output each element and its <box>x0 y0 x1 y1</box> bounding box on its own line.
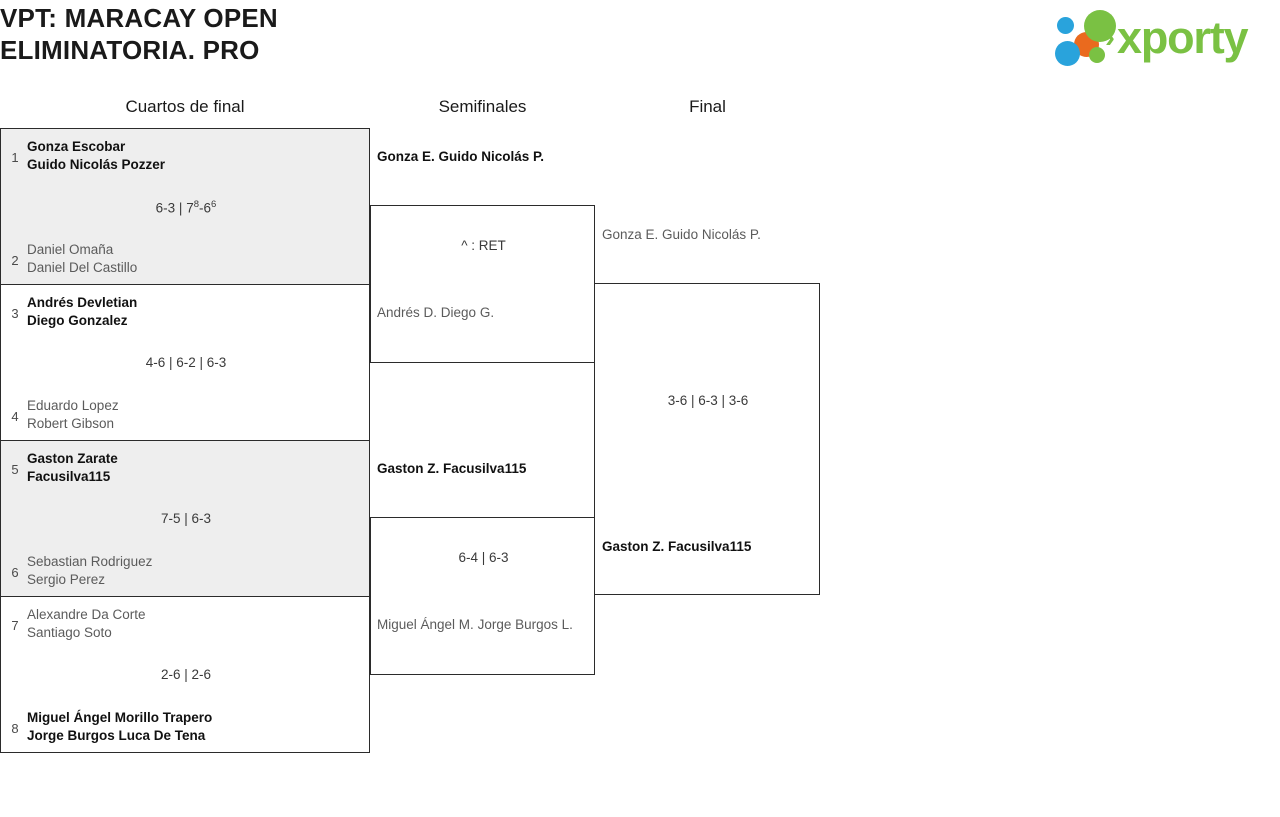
player-name: Eduardo Lopez <box>27 398 119 413</box>
team-entry-loser: Alexandre Da Corte Santiago Soto <box>27 606 363 642</box>
team-entry-sf2-loser[interactable]: Miguel Ángel M. Jorge Burgos L. <box>377 616 592 634</box>
player-name: Andrés D. <box>377 305 438 320</box>
player-name: Facusilva115 <box>443 461 527 476</box>
round-heading-semifinals: Semifinales <box>438 97 527 116</box>
seed-number: 4 <box>11 409 19 424</box>
seed-number: 6 <box>11 565 19 580</box>
player-name: Diego Gonzalez <box>27 313 128 328</box>
player-name: Gonza E. <box>602 227 659 242</box>
page-header: VPT: MARACAY OPEN ELIMINATORIA. PRO › xp… <box>0 0 1280 82</box>
player-name: Guido Nicolás P. <box>662 227 761 242</box>
player-name: Diego G. <box>440 305 495 320</box>
team-entry-loser: Eduardo Lopez Robert Gibson <box>27 397 363 433</box>
match-block-final[interactable]: 3-6 | 6-3 | 3-6 <box>594 283 820 595</box>
player-name: Jorge Burgos Luca De Tena <box>27 728 206 743</box>
team-entry-sf1-winner[interactable]: Gonza E. Guido Nicolás P. <box>377 148 592 166</box>
player-name: Andrés Devletian <box>27 295 138 310</box>
player-name: Gaston Z. <box>377 461 440 476</box>
team-entry-winner: Gonza Escobar Guido Nicolás Pozzer <box>27 138 363 174</box>
match-block-qf4[interactable]: 7 Alexandre Da Corte Santiago Soto 2-6 |… <box>0 596 370 753</box>
score-tiebreak: 8 <box>193 199 199 210</box>
logo-dot-blue-large-icon <box>1055 41 1080 66</box>
player-name: Facusilva115 <box>27 469 111 484</box>
logo-wordmark: xporty <box>1117 12 1249 63</box>
round-heading-quarterfinals: Cuartos de final <box>125 97 245 116</box>
seed-number: 8 <box>11 721 19 736</box>
player-name: Guido Nicolás Pozzer <box>27 157 166 172</box>
logo-dot-blue-small-icon <box>1057 17 1074 34</box>
team-entry-winner: Andrés Devletian Diego Gonzalez <box>27 294 363 330</box>
seed-number: 5 <box>11 462 19 477</box>
match-score: ^ : RET <box>461 238 506 253</box>
match-block-qf3[interactable]: 5 Gaston Zarate Facusilva115 7-5 | 6-3 6… <box>0 440 370 596</box>
player-name: Gaston Z. <box>602 539 665 554</box>
player-name: Gonza E. <box>377 149 435 164</box>
team-entry-loser: Sebastian Rodriguez Sergio Perez <box>27 553 363 589</box>
team-entry-loser: Daniel Omaña Daniel Del Castillo <box>27 241 363 277</box>
team-entry-winner: Miguel Ángel Morillo Trapero Jorge Burgo… <box>27 709 363 745</box>
logo-chevron-icon: › <box>1105 21 1115 54</box>
logo-dot-green-small-icon <box>1089 47 1105 63</box>
player-name: Sebastian Rodriguez <box>27 554 153 569</box>
team-entry-final-loser[interactable]: Gonza E. Guido Nicolás P. <box>602 226 817 244</box>
team-entry-winner: Gaston Zarate Facusilva115 <box>27 450 363 486</box>
match-block-qf2[interactable]: 3 Andrés Devletian Diego Gonzalez 4-6 | … <box>0 284 370 440</box>
logo-dots-icon <box>1055 10 1121 66</box>
match-score: 2-6 | 2-6 <box>160 667 212 682</box>
xporty-logo[interactable]: › xporty <box>1045 6 1273 68</box>
seed-number: 3 <box>11 306 19 321</box>
player-name: Facusilva115 <box>668 539 752 554</box>
player-name: Alexandre Da Corte <box>27 607 146 622</box>
score-tiebreak: 6 <box>211 199 217 210</box>
match-block-sf2[interactable]: 6-4 | 6-3 <box>370 517 595 675</box>
player-name: Sergio Perez <box>27 572 106 587</box>
match-block-qf1[interactable]: 1 Gonza Escobar Guido Nicolás Pozzer 6-3… <box>0 128 370 284</box>
seed-number: 2 <box>11 253 19 268</box>
seed-number: 7 <box>11 618 19 633</box>
player-name: Jorge Burgos L. <box>477 617 573 632</box>
round-heading-final: Final <box>689 97 726 116</box>
player-name: Miguel Ángel M. <box>377 617 474 632</box>
player-name: Santiago Soto <box>27 625 112 640</box>
team-entry-sf2-winner[interactable]: Gaston Z. Facusilva115 <box>377 460 592 478</box>
team-entry-sf1-loser[interactable]: Andrés D. Diego G. <box>377 304 592 322</box>
match-score: 7-5 | 6-3 <box>160 511 212 526</box>
seed-number: 1 <box>11 150 19 165</box>
logo-dot-green-large-icon <box>1084 10 1116 42</box>
player-name: Gaston Zarate <box>27 451 118 466</box>
score-text: -6 <box>199 200 212 216</box>
player-name: Robert Gibson <box>27 416 115 431</box>
page-title: VPT: MARACAY OPEN ELIMINATORIA. PRO <box>0 3 278 65</box>
match-score: 3-6 | 6-3 | 3-6 <box>667 393 749 408</box>
player-name: Miguel Ángel Morillo Trapero <box>27 710 213 725</box>
team-entry-final-winner[interactable]: Gaston Z. Facusilva115 <box>602 538 817 556</box>
score-text: 6-3 | 7 <box>155 200 194 216</box>
player-name: Daniel Del Castillo <box>27 260 138 275</box>
match-score: 6-3 | 78-66 <box>1 199 371 216</box>
match-score: 4-6 | 6-2 | 6-3 <box>145 355 227 370</box>
player-name: Guido Nicolás P. <box>438 149 545 164</box>
player-name: Daniel Omaña <box>27 242 114 257</box>
match-block-sf1[interactable]: ^ : RET <box>370 205 595 363</box>
player-name: Gonza Escobar <box>27 139 126 154</box>
match-score: 6-4 | 6-3 <box>458 550 509 565</box>
